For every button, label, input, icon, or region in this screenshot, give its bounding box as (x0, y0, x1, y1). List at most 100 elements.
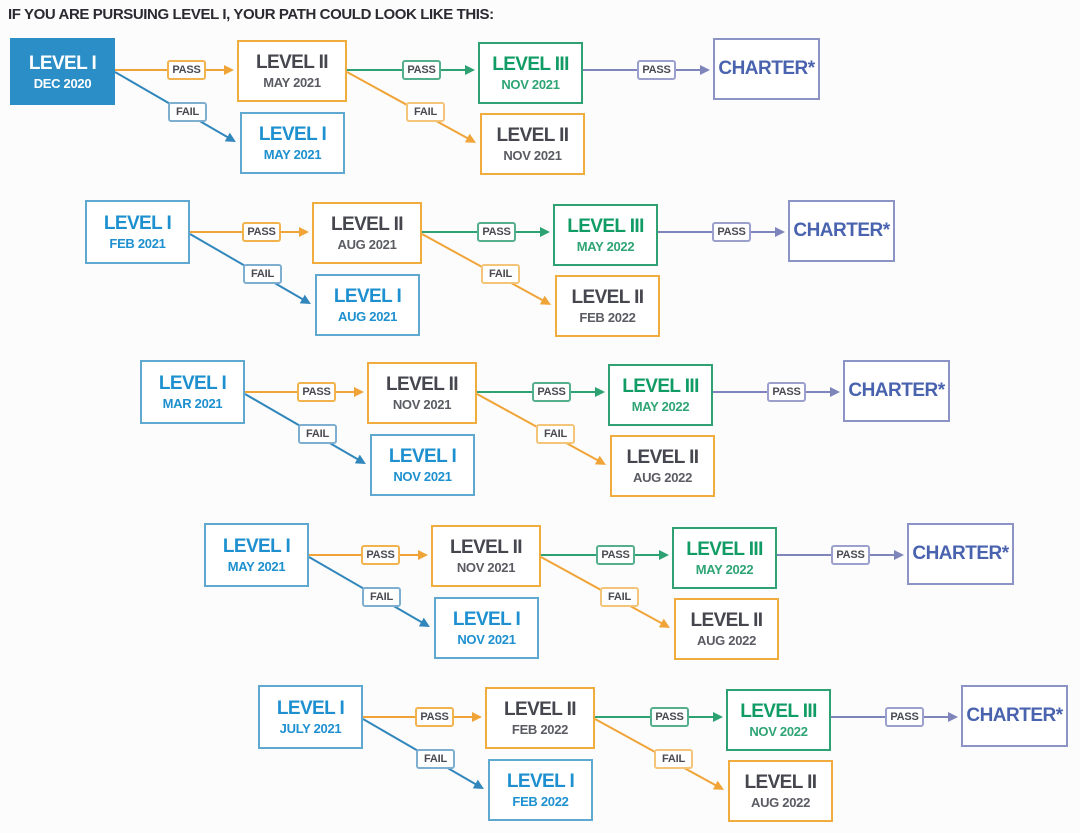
level3-box: LEVEL III MAY 2022 (553, 204, 658, 266)
level-title: LEVEL III (492, 54, 569, 75)
level-date: MAY 2022 (695, 562, 754, 577)
level2-box: LEVEL II MAY 2021 (237, 40, 347, 102)
level-title: LEVEL II (256, 52, 329, 73)
level-title: LEVEL II (626, 447, 700, 468)
fail-label: FAIL (298, 424, 337, 444)
level-title: LEVEL II (690, 610, 764, 631)
level3-box: LEVEL III NOV 2022 (726, 689, 831, 751)
level2-retake-box: LEVEL II AUG 2022 (610, 435, 715, 497)
level1-box: LEVEL I DEC 2020 (10, 38, 115, 105)
level-title: LEVEL II (496, 125, 570, 146)
level-title: LEVEL III (622, 376, 699, 397)
charter-box: CHARTER* (961, 685, 1068, 747)
page-title: IF YOU ARE PURSUING LEVEL I, YOUR PATH C… (8, 6, 494, 23)
level-title: LEVEL I (258, 124, 327, 145)
level1-box: LEVEL I MAR 2021 (140, 360, 245, 424)
level-title: LEVEL I (28, 52, 97, 74)
level-date: MAY 2021 (263, 75, 321, 90)
level-date: NOV 2021 (392, 397, 452, 412)
pass-label: PASS (167, 60, 206, 80)
level2-box: LEVEL II FEB 2022 (485, 687, 595, 749)
level-date: MAY 2022 (631, 399, 690, 414)
level1-box: LEVEL I MAY 2021 (204, 523, 309, 587)
level2-box: LEVEL II NOV 2021 (367, 362, 477, 424)
level-title: LEVEL III (567, 216, 644, 237)
level-title: LEVEL II (386, 374, 459, 395)
pass-label: PASS (532, 382, 571, 402)
charter-box: CHARTER* (843, 360, 950, 422)
level-date: DEC 2020 (33, 75, 92, 91)
level3-box: LEVEL III MAY 2022 (672, 527, 777, 589)
level1-box: LEVEL I FEB 2021 (85, 200, 190, 264)
level-date: AUG 2022 (696, 633, 757, 648)
pass-label: PASS (712, 222, 751, 242)
exam-path-row: LEVEL I JULY 2021 LEVEL II FEB 2022 LEVE… (258, 685, 1078, 825)
level3-box: LEVEL III MAY 2022 (608, 364, 713, 426)
pass-label: PASS (415, 707, 454, 727)
level-date: FEB 2022 (512, 794, 569, 809)
level-title: LEVEL II (331, 214, 404, 235)
pass-label: PASS (477, 222, 516, 242)
fail-label: FAIL (536, 424, 575, 444)
level1-retake-box: LEVEL I AUG 2021 (315, 274, 420, 336)
charter-title: CHARTER* (848, 380, 945, 401)
level1-retake-box: LEVEL I NOV 2021 (370, 434, 475, 496)
level-title: LEVEL II (450, 537, 523, 558)
pass-label: PASS (596, 545, 635, 565)
charter-box: CHARTER* (788, 200, 895, 262)
fail-label: FAIL (168, 102, 207, 122)
level-date: MAY 2021 (227, 559, 286, 574)
exam-path-row: LEVEL I MAY 2021 LEVEL II NOV 2021 LEVEL… (204, 523, 1024, 663)
exam-path-row: LEVEL I MAR 2021 LEVEL II NOV 2021 LEVEL… (140, 360, 960, 500)
level2-box: LEVEL II AUG 2021 (312, 202, 422, 264)
fail-label: FAIL (416, 749, 455, 769)
pass-label: PASS (767, 382, 806, 402)
level-date: AUG 2021 (337, 237, 397, 252)
level-title: LEVEL II (504, 699, 577, 720)
level-date: NOV 2021 (501, 77, 560, 92)
level-date: JULY 2021 (279, 721, 342, 736)
pass-label: PASS (297, 382, 336, 402)
level-date: NOV 2021 (503, 148, 562, 163)
fail-label: FAIL (654, 749, 693, 769)
level-title: LEVEL I (506, 771, 575, 792)
level1-retake-box: LEVEL I FEB 2022 (488, 759, 593, 821)
charter-title: CHARTER* (912, 543, 1009, 564)
fail-label: FAIL (600, 587, 639, 607)
pass-label: PASS (402, 60, 441, 80)
charter-box: CHARTER* (713, 38, 820, 100)
exam-path-row: LEVEL I FEB 2021 LEVEL II AUG 2021 LEVEL… (85, 200, 905, 340)
level-date: NOV 2021 (393, 469, 452, 484)
level2-retake-box: LEVEL II AUG 2022 (728, 760, 833, 822)
level-date: MAR 2021 (162, 396, 223, 411)
level-title: LEVEL I (158, 373, 227, 394)
level-title: LEVEL II (571, 287, 645, 308)
level-title: LEVEL I (276, 698, 345, 719)
level-date: NOV 2022 (749, 724, 808, 739)
level2-box: LEVEL II NOV 2021 (431, 525, 541, 587)
level-date: FEB 2021 (109, 236, 166, 251)
level-title: LEVEL III (740, 701, 817, 722)
level2-retake-box: LEVEL II FEB 2022 (555, 275, 660, 337)
fail-label: FAIL (243, 264, 282, 284)
fail-label: FAIL (481, 264, 520, 284)
level-date: AUG 2022 (750, 795, 811, 810)
exam-path-row: LEVEL I DEC 2020 LEVEL II MAY 2021 LEVEL… (10, 38, 830, 178)
pass-label: PASS (361, 545, 400, 565)
pass-label: PASS (650, 707, 689, 727)
level-date: NOV 2021 (456, 560, 516, 575)
charter-box: CHARTER* (907, 523, 1014, 585)
fail-label: FAIL (362, 587, 401, 607)
level-title: LEVEL I (103, 213, 172, 234)
level2-retake-box: LEVEL II NOV 2021 (480, 113, 585, 175)
level1-retake-box: LEVEL I MAY 2021 (240, 112, 345, 174)
charter-title: CHARTER* (793, 220, 890, 241)
level-title: LEVEL III (686, 539, 763, 560)
level-title: LEVEL I (452, 609, 521, 630)
level1-box: LEVEL I JULY 2021 (258, 685, 363, 749)
level1-retake-box: LEVEL I NOV 2021 (434, 597, 539, 659)
pass-label: PASS (885, 707, 924, 727)
level-date: NOV 2021 (457, 632, 516, 647)
level-date: FEB 2022 (579, 310, 636, 325)
